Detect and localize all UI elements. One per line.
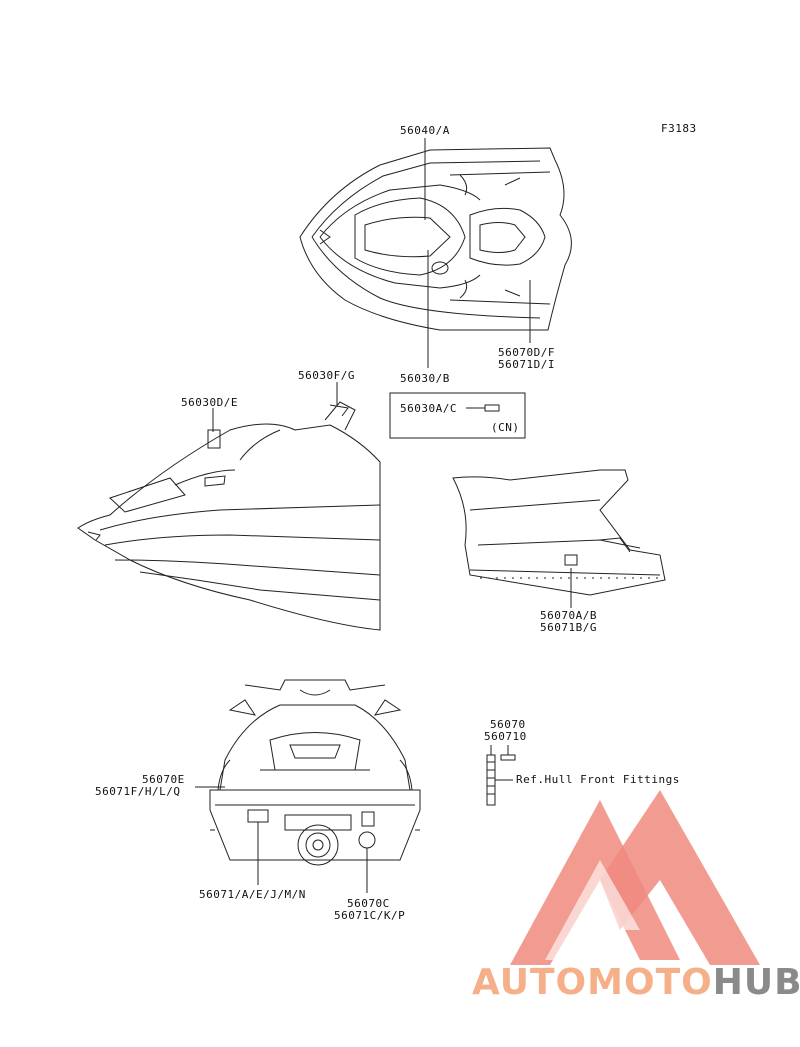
callout-56040-a: 56040/A xyxy=(400,124,450,137)
callout-56070c: 56070C xyxy=(347,897,390,910)
cn-box xyxy=(390,393,525,438)
watermark-text: AUTOMOTOHUB xyxy=(472,962,800,1003)
callout-56070e: 56070E xyxy=(142,773,185,786)
callout-56071d-i: 56071D/I xyxy=(498,358,555,371)
figure-code: F3183 xyxy=(661,122,697,135)
top-view-hull xyxy=(300,148,571,330)
callout-56030-b: 56030/B xyxy=(400,372,450,385)
callout-56071-a-e-j-m-n: 56071/A/E/J/M/N xyxy=(199,888,306,901)
callout-56030f-g: 56030F/G xyxy=(298,369,355,382)
watermark-part1: AUTOMOTO xyxy=(472,962,713,1003)
callout-56030a-c: 56030A/C xyxy=(400,402,457,415)
watermark-logo-icon xyxy=(510,790,760,965)
side-front-hull xyxy=(78,402,380,630)
ref-hull-front-fittings: Ref.Hull Front Fittings xyxy=(516,773,680,786)
callout-56070: 56070 xyxy=(490,718,526,731)
callout-56071b-g: 56071B/G xyxy=(540,621,597,634)
callout-56070d-f: 56070D/F xyxy=(498,346,555,359)
watermark-part2: HUB xyxy=(712,962,800,1003)
callout-cn: (CN) xyxy=(491,421,520,434)
callout-56071f-h-l-q: 56071F/H/L/Q xyxy=(95,785,181,798)
side-rear-hull xyxy=(453,470,665,595)
rear-view-hull xyxy=(210,680,420,865)
callout-56070a-b: 56070A/B xyxy=(540,609,597,622)
callout-56030d-e: 56030D/E xyxy=(181,396,238,409)
callout-56071c-k-p: 56071C/K/P xyxy=(334,909,406,922)
callout-560710: 560710 xyxy=(484,730,527,743)
